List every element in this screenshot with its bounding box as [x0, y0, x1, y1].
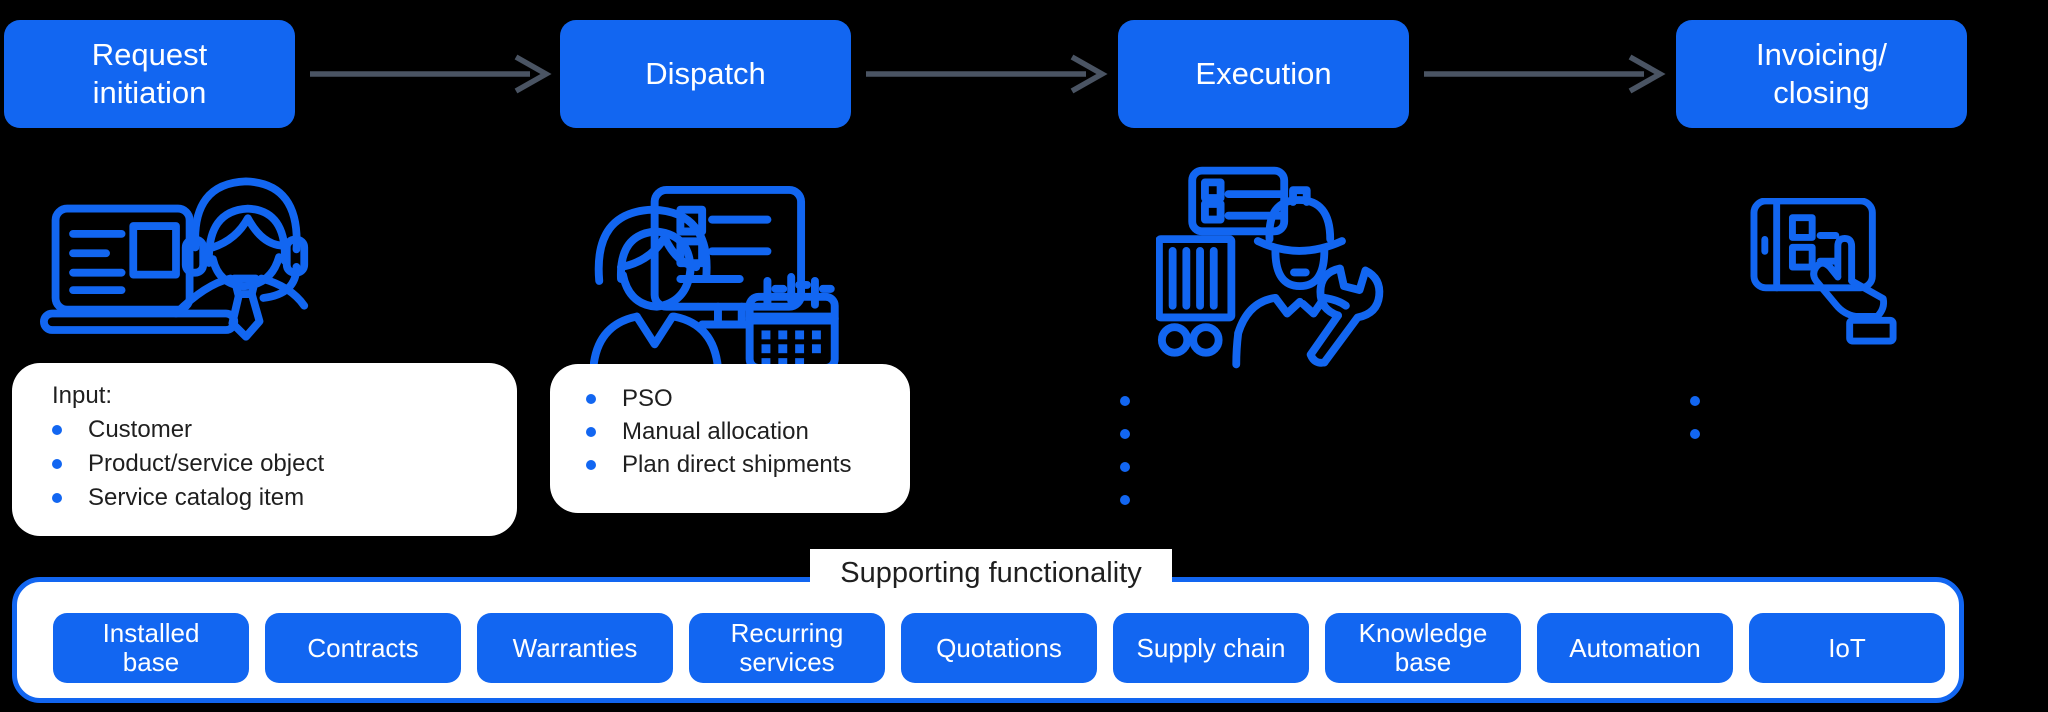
field-worker-icon: [1156, 166, 1384, 369]
list-item: [1690, 417, 1726, 450]
chip-warranties[interactable]: Warranties: [477, 613, 673, 683]
list-item: Product/service object: [52, 447, 497, 481]
list-item: [1690, 384, 1726, 417]
bullet-icon: [52, 425, 62, 435]
supporting-functionality-chips: Installed base Contracts Warranties Recu…: [53, 613, 1945, 683]
bullet-icon: [1120, 428, 1130, 439]
list-item: PSO: [586, 382, 894, 415]
chip-supply-chain[interactable]: Supply chain: [1113, 613, 1309, 683]
list-item-text: Plan direct shipments: [622, 450, 852, 478]
list-item: Customer: [52, 413, 497, 447]
list-item: [1120, 450, 1156, 483]
list-item: [1120, 384, 1156, 417]
chip-knowledge-base[interactable]: Knowledge base: [1325, 613, 1521, 683]
request-inputs-list: Customer Product/service object Service …: [52, 413, 497, 515]
invoice-tablet-icon: [1750, 198, 1897, 345]
list-item-text: Customer: [88, 416, 193, 443]
list-item: Manual allocation: [586, 415, 894, 448]
support-agent-icon: [40, 177, 309, 341]
flow-arrow-icon: [1424, 54, 1666, 94]
chip-installed-base[interactable]: Installed base: [53, 613, 249, 683]
bullet-icon: [1120, 494, 1130, 505]
card-heading: Input:: [52, 382, 113, 409]
chip-contracts[interactable]: Contracts: [265, 613, 461, 683]
supporting-functionality-title: Supporting functionality: [810, 549, 1172, 603]
list-item-text: Manual allocation: [622, 417, 809, 445]
list-item: [1120, 417, 1156, 450]
flow-arrow-icon: [310, 54, 552, 94]
list-item-text: Product/service object: [88, 450, 325, 477]
list-item: Plan direct shipments: [586, 448, 894, 481]
stage-execution[interactable]: Execution: [1118, 20, 1409, 128]
bullet-icon: [1120, 461, 1130, 472]
stage-invoicing-closing[interactable]: Invoicing/ closing: [1676, 20, 1967, 128]
bullet-icon: [1690, 395, 1700, 406]
chip-iot[interactable]: IoT: [1749, 613, 1945, 683]
bullet-icon: [586, 426, 596, 437]
chip-recurring-services[interactable]: Recurring services: [689, 613, 885, 683]
bullet-icon: [586, 459, 596, 470]
list-item-text: PSO: [622, 384, 673, 412]
chip-quotations[interactable]: Quotations: [901, 613, 1097, 683]
dispatch-tasks-list: PSO Manual allocation Plan direct shipme…: [586, 382, 894, 481]
list-item: Service catalog item: [52, 481, 497, 515]
list-item: [1120, 483, 1156, 516]
bullet-icon: [586, 393, 596, 404]
stage-request-initiation[interactable]: Request initiation: [4, 20, 295, 128]
bullet-icon: [1120, 395, 1130, 406]
bullet-icon: [52, 459, 62, 469]
list-item-text: Service catalog item: [88, 484, 305, 511]
execution-tasks-list: [1120, 384, 1156, 516]
bullet-icon: [1690, 428, 1700, 439]
stage-dispatch[interactable]: Dispatch: [560, 20, 851, 128]
dispatcher-icon: [590, 185, 839, 372]
bullet-icon: [52, 493, 62, 503]
dispatch-tasks-card: PSO Manual allocation Plan direct shipme…: [550, 364, 910, 513]
request-inputs-card: Input: Customer Product/service object S…: [12, 363, 517, 536]
invoicing-tasks-list: [1690, 384, 1726, 450]
flow-arrow-icon: [866, 54, 1108, 94]
chip-automation[interactable]: Automation: [1537, 613, 1733, 683]
